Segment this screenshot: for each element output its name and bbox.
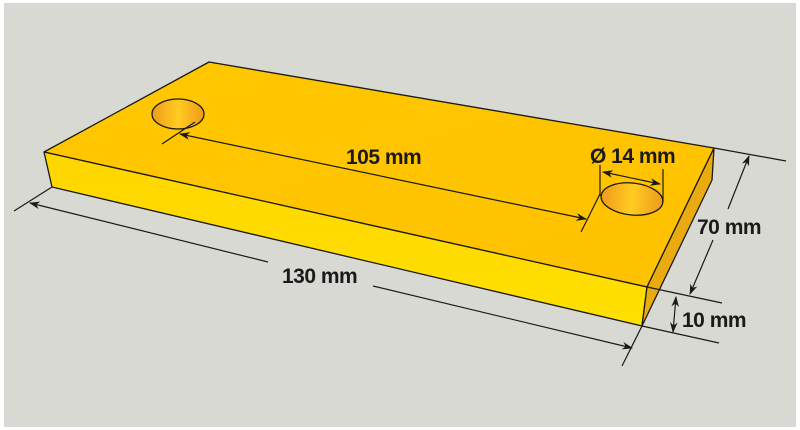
thickness-extension-bottom: [641, 325, 720, 344]
plate-side-face: [641, 147, 715, 327]
hole-left: [151, 98, 205, 130]
hole-spacing-extension-right: [580, 193, 601, 233]
width-dimension-line-b: [689, 239, 714, 295]
length-label: 130 mm: [282, 265, 357, 288]
width-extension-bottom: [646, 286, 723, 304]
hole-spacing-label: 105 mm: [346, 146, 421, 169]
hole-spacing-dimension-line: [178, 132, 588, 221]
thickness-label: 10 mm: [682, 309, 746, 332]
length-dimension-line-b: [372, 285, 634, 350]
width-dimension-line-a: [727, 154, 750, 210]
hole-spacing-extension-left: [161, 121, 196, 145]
thickness-dimension-line: [670, 295, 679, 334]
length-dimension-line-a: [28, 201, 269, 263]
width-extension-top: [713, 147, 787, 162]
diameter-dimension-line: [601, 170, 662, 186]
length-extension-left: [13, 186, 53, 212]
width-label: 70 mm: [697, 216, 761, 239]
hole-diameter-label: Ø 14 mm: [590, 145, 675, 168]
